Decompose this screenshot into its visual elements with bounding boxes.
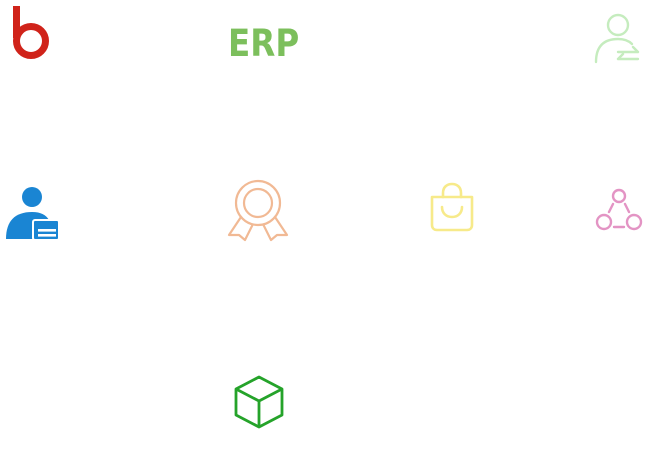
erp-text-icon: ERP <box>228 22 300 65</box>
odoo-b-logo-icon <box>10 5 52 59</box>
shopping-bag-icon <box>428 182 476 233</box>
user-switch-icon <box>592 13 644 66</box>
award-ribbon-icon <box>227 179 289 242</box>
three-circles-share-icon <box>595 186 643 234</box>
user-id-card-icon <box>5 186 61 242</box>
cube-box-icon <box>233 375 285 429</box>
